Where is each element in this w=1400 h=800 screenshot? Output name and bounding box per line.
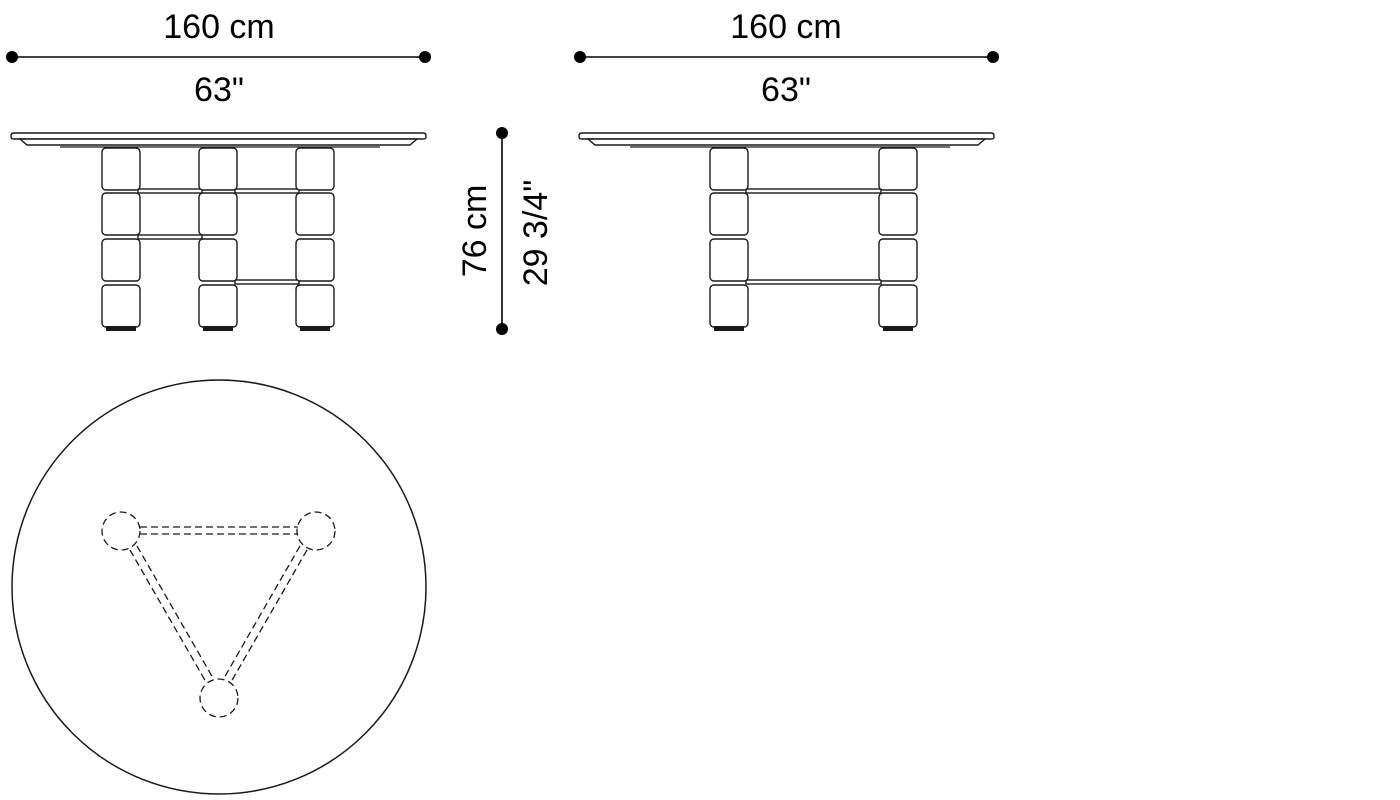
plan-leg-left (101, 511, 141, 551)
front-view-table (10, 132, 427, 331)
side-width-dimension: 160 cm 63" (574, 8, 999, 109)
side-width-right-endpoint (987, 51, 999, 63)
front-width-cm-label: 160 cm (163, 8, 275, 46)
plan-stretchers (129, 526, 308, 683)
front-stretchers (137, 188, 300, 285)
side-stretchers (745, 188, 882, 285)
side-view-table (578, 132, 995, 331)
plan-view (11, 379, 427, 795)
front-width-right-endpoint (419, 51, 431, 63)
front-width-dimension: 160 cm 63" (6, 8, 431, 109)
height-dimension: 76 cm 29 3/4" (456, 127, 555, 335)
height-top-endpoint (496, 127, 508, 139)
front-tabletop-underside (18, 138, 419, 146)
front-tabletop (10, 132, 427, 140)
side-width-in-label: 63" (761, 71, 811, 109)
plan-leg-right (296, 511, 336, 551)
side-width-left-endpoint (574, 51, 586, 63)
height-cm-label: 76 cm (456, 185, 494, 278)
side-leg-right (878, 147, 918, 331)
side-leg-left (709, 147, 749, 331)
front-width-left-endpoint (6, 51, 18, 63)
front-leg-middle (198, 147, 238, 331)
front-leg-right (295, 147, 335, 331)
plan-leg-bottom (199, 678, 239, 718)
front-leg-left (101, 147, 141, 331)
side-tabletop (578, 132, 995, 140)
round-tabletop-outline (11, 379, 427, 795)
front-width-in-label: 63" (194, 71, 244, 109)
height-bottom-endpoint (496, 323, 508, 335)
side-width-cm-label: 160 cm (730, 8, 842, 46)
side-tabletop-underside (586, 138, 987, 146)
height-in-label: 29 3/4" (517, 180, 555, 287)
